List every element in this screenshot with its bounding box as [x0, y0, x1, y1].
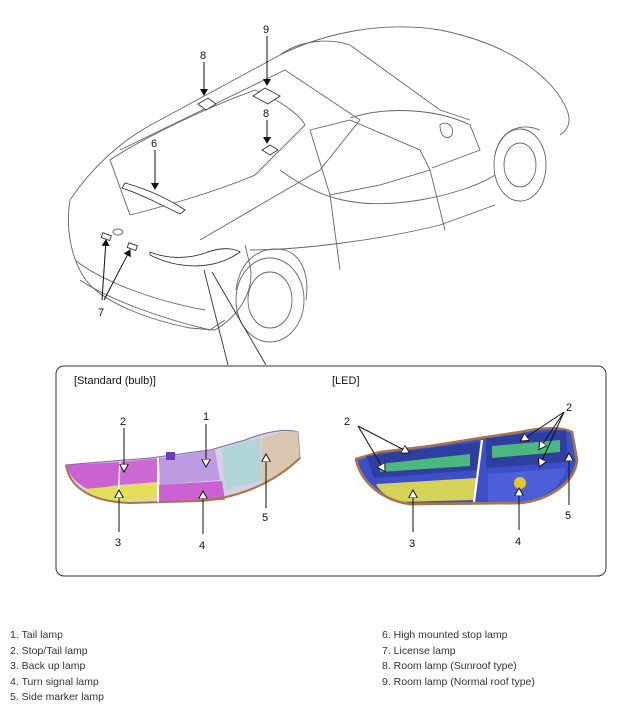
legend-item: 6. High mounted stop lamp: [382, 629, 508, 641]
std-callout-3: 3: [115, 537, 121, 549]
std-callout-2: 2: [120, 416, 126, 428]
led-callout-2-left: 2: [344, 416, 350, 428]
led-callout-2-right: 2: [566, 402, 572, 414]
callout-6: 6: [151, 138, 157, 150]
legend-item: 9. Room lamp (Normal roof type): [382, 675, 535, 688]
std-callout-5: 5: [262, 512, 268, 524]
legend-item: 5. Side marker lamp: [10, 691, 104, 703]
callout-8-mid: 8: [263, 108, 269, 120]
detail-box: [55, 365, 607, 577]
led-callout-4: 4: [515, 536, 521, 548]
led-lamp: [354, 427, 579, 506]
legend-item: 8. Room lamp (Sunroof type): [382, 660, 517, 672]
led-callout-3: 3: [409, 538, 415, 550]
led-callout-5: 5: [565, 510, 571, 522]
legend-left: 1. Tail lamp 2. Stop/Tail lamp 3. Back u…: [10, 628, 104, 706]
standard-bulb-lamp: [65, 429, 301, 505]
standard-title: [Standard (bulb)]: [74, 375, 156, 387]
callout-9: 9: [263, 24, 269, 36]
legend-item: 4. Turn signal lamp: [10, 675, 99, 688]
legend-item: 3. Back up lamp: [10, 660, 86, 672]
led-title: [LED]: [332, 375, 360, 387]
car-callout-arrows: [101, 36, 271, 301]
std-callout-1: 1: [203, 411, 209, 423]
callout-7: 7: [98, 307, 104, 319]
std-callout-4: 4: [199, 540, 205, 552]
legend-item: 1. Tail lamp: [10, 629, 63, 641]
legend-item: 7. License lamp: [382, 644, 456, 657]
led-callout-arrows: [357, 411, 569, 532]
car-illustration: [67, 26, 570, 343]
legend-right: 6. High mounted stop lamp 7. License lam…: [382, 628, 535, 690]
legend-item: 2. Stop/Tail lamp: [10, 644, 88, 657]
zoom-lines: [203, 269, 267, 366]
standard-callout-arrows: [119, 424, 266, 534]
callout-8-top: 8: [200, 50, 206, 62]
